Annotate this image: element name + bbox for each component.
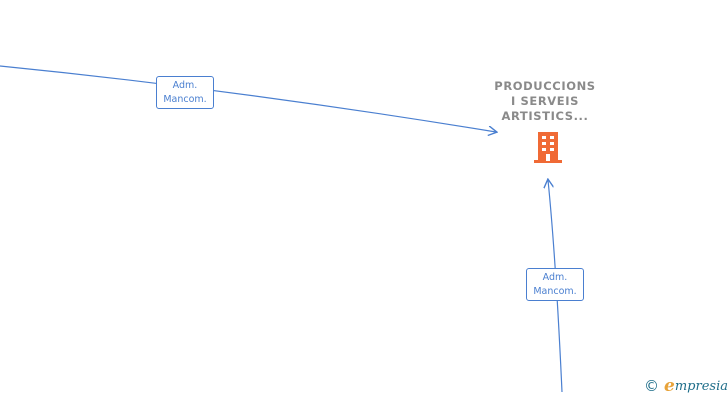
company-name-line-3: ARTISTICS... bbox=[501, 109, 589, 123]
company-name-line-1: PRODUCCIONS bbox=[494, 79, 596, 93]
relation-label-1-line-2: Mancom. bbox=[163, 94, 207, 105]
brand-logo-e: e bbox=[664, 376, 675, 396]
building-icon[interactable] bbox=[532, 130, 564, 164]
empresia-watermark: © e mpresia bbox=[644, 376, 728, 396]
company-name-line-2: I SERVEIS bbox=[511, 94, 579, 108]
relation-label-2-line-2: Mancom. bbox=[533, 286, 577, 297]
relation-label-2[interactable]: Adm. Mancom. bbox=[526, 268, 584, 301]
relation-label-1[interactable]: Adm. Mancom. bbox=[156, 76, 214, 109]
company-node-label[interactable]: PRODUCCIONS I SERVEIS ARTISTICS... bbox=[470, 79, 620, 124]
brand-logo-text: mpresia bbox=[674, 378, 728, 394]
relation-label-1-line-1: Adm. bbox=[172, 80, 198, 91]
copyright-icon: © bbox=[644, 377, 660, 395]
edge-1[interactable] bbox=[0, 65, 496, 132]
relation-label-2-line-1: Adm. bbox=[542, 272, 568, 283]
